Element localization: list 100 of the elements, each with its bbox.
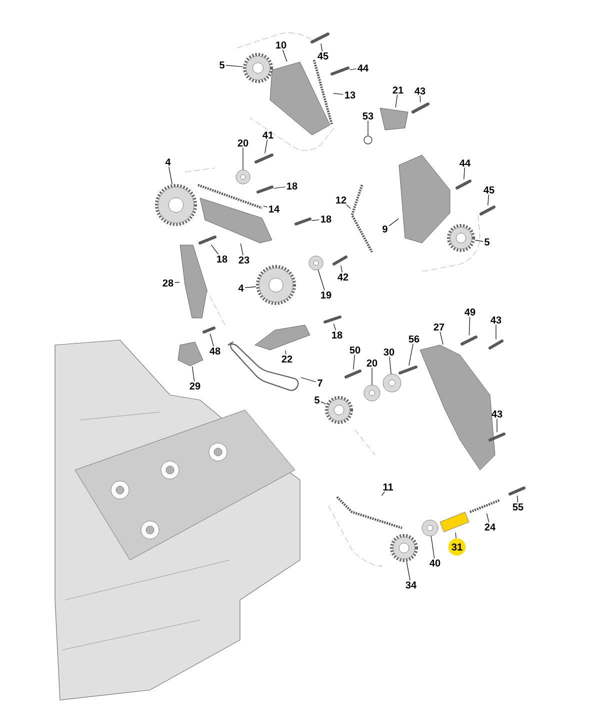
o-ring [364,136,372,144]
callout-number: 42 [338,274,348,280]
callout-number: 21 [392,86,404,94]
callout-number: 27 [434,324,444,330]
callout-number: 56 [408,335,420,343]
leader-line [311,219,320,221]
callout-number: 48 [210,347,220,355]
callout-number: 50 [350,346,360,354]
leader-line [346,204,351,209]
leader-line [486,513,490,523]
leader-line [226,65,244,68]
callout-number: 40 [430,559,440,567]
sprocket [390,534,418,562]
callout-number: 43 [414,87,426,95]
callout-number: 28 [162,279,174,287]
washer [382,374,402,392]
leader-line [264,139,268,154]
callout-number: 20 [238,139,248,147]
bolt [310,32,330,44]
sprocket [256,265,296,305]
chain [198,184,262,210]
bolt [202,326,216,334]
bolt [330,66,350,76]
callout-number: 12 [336,196,346,204]
leader-line [333,323,336,331]
callout-number: 29 [190,382,200,390]
bolt [332,256,348,266]
callout-number: 5 [220,62,224,68]
leader-line [284,350,286,355]
leader-line [349,68,357,70]
leader-line [244,286,256,288]
callout-number: 19 [321,291,332,299]
leader-line [210,244,219,255]
sprocket [155,184,197,226]
bolt [398,366,418,374]
bolt [256,186,274,194]
chain [350,184,374,253]
callout-number: 30 [384,348,394,356]
callout-number: 4 [165,158,171,166]
bearing-bracket [178,342,204,366]
callout-number: 9 [382,225,388,233]
leader-line [273,186,286,189]
bolt [480,206,496,216]
leader-line [408,343,414,366]
callout-number: 43 [490,316,502,324]
leader-line [242,147,244,170]
callout-number: 5 [314,396,320,404]
leader-line [468,316,470,336]
leader-line [210,333,214,347]
callout-number: 43 [492,410,502,418]
leader-line [440,331,444,345]
bolt [456,180,472,190]
bolt [254,154,274,164]
callout-number: 11 [383,484,393,490]
callout-number: 18 [332,331,342,339]
callout-number: 10 [276,41,286,49]
highlighted-callout-number: 31 [448,538,466,556]
leader-line [340,265,342,273]
callout-number: 24 [484,524,496,530]
chain-guide [180,244,208,318]
leader-line [282,49,288,62]
callout-number: 13 [345,91,356,99]
leader-line [381,491,385,496]
leader-line [464,167,465,180]
bolt [508,486,526,496]
callout-number: 18 [321,215,332,223]
bolt [460,336,478,346]
callout-number: 41 [262,132,274,138]
spring [470,498,500,514]
leader-line [320,43,323,52]
callout-number: 34 [406,581,416,589]
chain-guide [254,324,310,350]
leader-line [474,240,484,242]
bolt [344,370,362,378]
bolt [294,218,312,226]
leader-line [333,93,344,95]
callout-number: 44 [358,64,368,72]
leader-line [517,495,518,503]
leader-line [353,354,355,370]
callout-number: 23 [238,256,250,264]
leader-line [263,206,268,208]
leader-line [455,532,456,538]
callout-number: 55 [512,504,524,510]
chain-loop [227,341,299,391]
callout-number: 53 [362,112,374,120]
bolt [488,340,504,350]
callout-number: 7 [318,380,322,386]
leader-line [192,366,195,382]
callout-number: 20 [366,359,378,367]
washer [364,384,380,402]
bolt [324,316,342,324]
bolt [412,102,430,114]
sprocket [243,53,273,83]
bolt [488,432,506,442]
leader-line [318,270,325,291]
callout-number: 4 [238,284,244,292]
tensioner [380,108,408,130]
bolt [198,236,216,244]
plunger [440,512,470,532]
leader-line [420,95,421,103]
